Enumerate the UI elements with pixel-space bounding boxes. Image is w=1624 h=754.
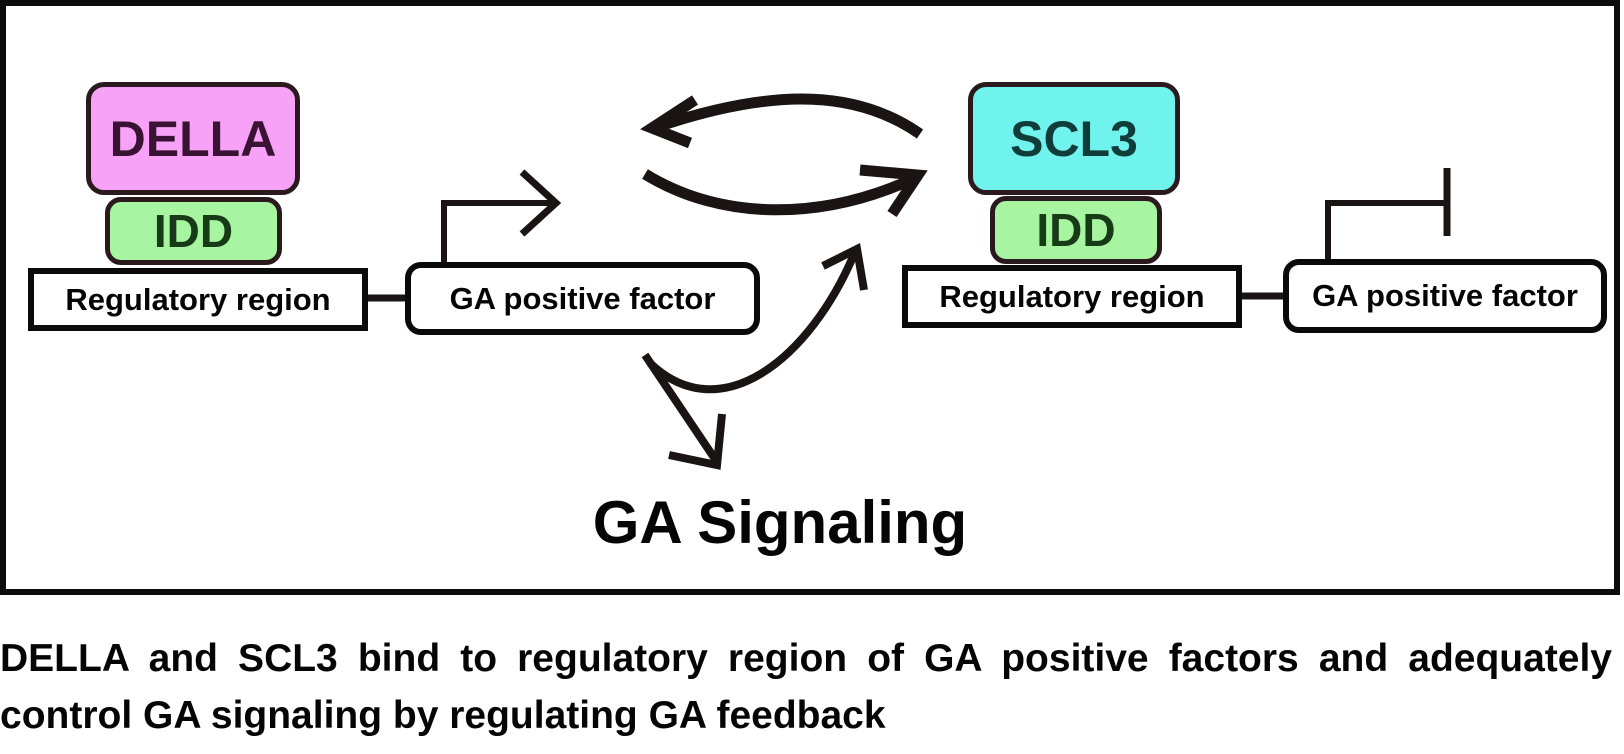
figure-caption: DELLA and SCL3 bind to regulatory region… <box>0 637 1612 737</box>
ga-positive-factor-left: GA positive factor <box>405 262 760 335</box>
idd-label-right: IDD <box>1036 204 1116 256</box>
ga-signaling-label: GA Signaling <box>592 489 968 556</box>
della-protein: DELLA <box>86 82 300 195</box>
idd-protein-left: IDD <box>105 197 282 265</box>
scl3-protein: SCL3 <box>968 82 1180 195</box>
regulatory-region-label-left: Regulatory region <box>65 281 331 317</box>
ga-positive-factor-label-right: GA positive factor <box>1312 278 1578 313</box>
idd-label-left: IDD <box>153 205 234 257</box>
scl3-label: SCL3 <box>1010 110 1138 167</box>
idd-protein-right: IDD <box>990 196 1162 264</box>
della-label: DELLA <box>109 110 277 167</box>
ga-positive-factor-right: GA positive factor <box>1283 259 1607 333</box>
ga-positive-factor-label-left: GA positive factor <box>449 280 716 316</box>
regulatory-region-label-right: Regulatory region <box>939 278 1205 314</box>
regulatory-region-right: Regulatory region <box>902 265 1242 328</box>
regulatory-region-left: Regulatory region <box>28 268 368 331</box>
